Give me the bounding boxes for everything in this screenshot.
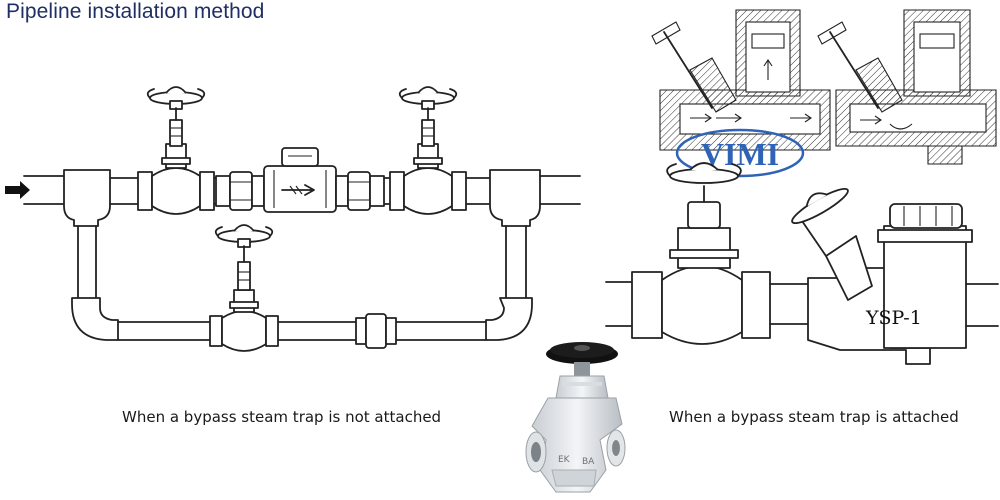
top-left-globe-valve xyxy=(137,86,215,215)
cutaway-view-left xyxy=(651,9,831,151)
caption-with-bypass: When a bypass steam trap is attached xyxy=(669,408,959,426)
bypass-union-fitting xyxy=(355,313,397,349)
bypass-globe-valve xyxy=(209,224,279,352)
cutaway-view-right xyxy=(817,9,997,165)
lower-left-elbow xyxy=(71,297,119,341)
right-tee-fitting xyxy=(489,169,541,227)
steam-trap-icon xyxy=(263,147,337,213)
casting-mark-right: BA xyxy=(582,457,595,467)
lower-right-elbow xyxy=(485,297,533,341)
casting-mark-left: EK xyxy=(558,455,571,465)
union-fitting-2 xyxy=(335,171,385,211)
left-tee-fitting xyxy=(63,169,111,227)
right-pipeline-assembly: YSP-1 xyxy=(605,162,999,365)
model-label: YSP-1 xyxy=(865,307,922,329)
top-right-globe-valve xyxy=(389,86,467,215)
left-pipeline-diagram xyxy=(5,86,581,352)
union-fitting-1 xyxy=(215,171,265,211)
caption-without-bypass: When a bypass steam trap is not attached xyxy=(122,408,442,426)
flow-arrow-icon xyxy=(5,181,30,199)
page-title: Pipeline installation method xyxy=(6,0,265,23)
bypass-valve-photo-icon: EK BA xyxy=(525,342,626,493)
